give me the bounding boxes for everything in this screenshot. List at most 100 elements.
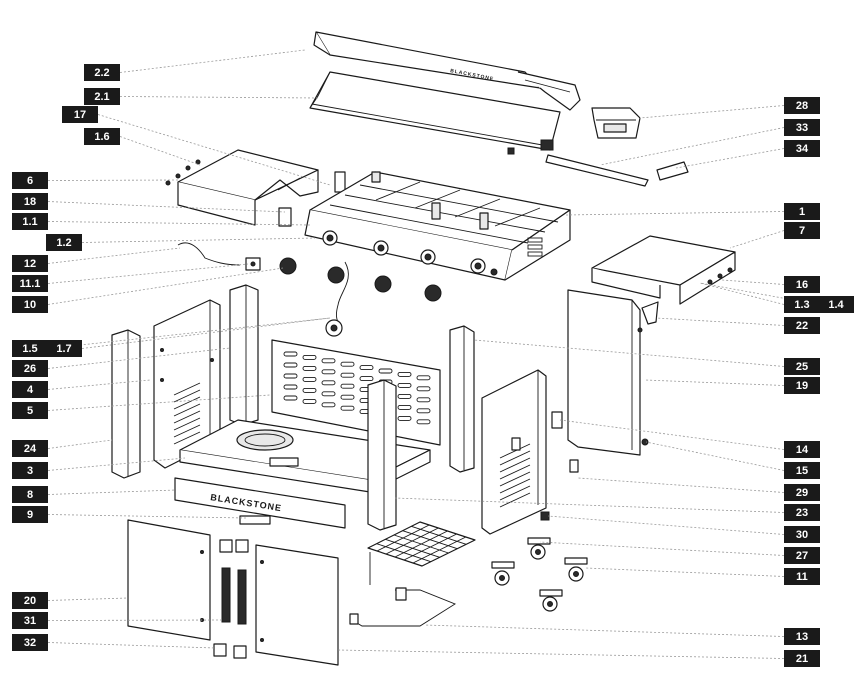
leader-line-29 (577, 477, 785, 493)
right-side-shelf (591, 235, 736, 305)
leader-line-1.7 (81, 317, 331, 349)
callout-label: 25 (796, 361, 808, 373)
callout-1.1: 1.1 (12, 213, 48, 230)
callout-label: 14 (796, 444, 809, 456)
callout-26: 26 (12, 360, 48, 377)
callout-box (12, 440, 48, 457)
leader-line-20 (47, 597, 129, 601)
callout-18: 18 (12, 193, 48, 210)
callout-box (784, 462, 820, 479)
callout-label: 16 (796, 279, 808, 291)
vent-slot (416, 386, 431, 392)
grease-cup (591, 107, 641, 139)
callout-label: 24 (24, 443, 37, 455)
vent-slot (283, 384, 298, 390)
callout-15: 15 (784, 462, 820, 479)
callout-box (12, 462, 48, 479)
callout-7: 7 (784, 222, 820, 239)
callout-label: 18 (24, 196, 36, 208)
callout-2.1: 2.1 (84, 88, 120, 105)
rear-panel (271, 339, 441, 446)
leader-line-15 (645, 441, 785, 471)
leader-line-22 (655, 317, 785, 326)
leader-line-1.5 (47, 317, 331, 349)
callout-label: 34 (796, 143, 809, 155)
callout-box (12, 381, 48, 398)
callout-9: 9 (12, 506, 48, 523)
callout-31: 31 (12, 612, 48, 629)
leader-line-4 (47, 379, 151, 390)
leader-line-1.3 (699, 282, 785, 305)
callout-1.3: 1.3 (784, 296, 820, 313)
leader-line-13 (424, 624, 785, 637)
vent-slot (340, 361, 355, 367)
callout-label: 1 (799, 206, 805, 218)
callout-28: 28 (784, 97, 820, 114)
callout-label: 29 (796, 487, 808, 499)
callout-label: 2.2 (94, 67, 109, 79)
callout-label: 27 (796, 550, 808, 562)
callout-label: 11 (796, 571, 808, 583)
leader-line-28 (639, 105, 785, 119)
callout-box (784, 119, 820, 136)
left-rear-leg (229, 284, 259, 426)
vent-slot (416, 408, 431, 414)
callout-21: 21 (784, 650, 820, 667)
callout-label: 23 (796, 507, 808, 519)
callout-1.2: 1.2 (46, 234, 82, 251)
leader-lines (47, 49, 819, 659)
callout-5: 5 (12, 402, 48, 419)
callout-29: 29 (784, 484, 820, 501)
right-rear-leg (449, 325, 475, 473)
vent-slot (321, 380, 336, 386)
vent-slot (302, 398, 317, 404)
callout-16: 16 (784, 276, 820, 293)
right-front-leg (367, 379, 397, 531)
callout-label: 31 (24, 615, 36, 627)
vent-slot (340, 372, 355, 378)
callout-1.6: 1.6 (84, 128, 120, 145)
callout-box (784, 484, 820, 501)
vent-slot (397, 404, 412, 410)
leader-line-19 (644, 379, 785, 386)
callout-box (84, 64, 120, 81)
callout-25: 25 (784, 358, 820, 375)
callout-label: 19 (796, 380, 808, 392)
callout-box (784, 97, 820, 114)
callout-24: 24 (12, 440, 48, 457)
regulator-hose (325, 261, 349, 337)
callout-label: 20 (24, 595, 36, 607)
callout-label: 26 (24, 363, 36, 375)
callout-4: 4 (12, 381, 48, 398)
callout-box (12, 255, 48, 272)
callout-box (784, 222, 820, 239)
callout-box (12, 296, 48, 313)
callout-box (784, 650, 820, 667)
callout-box (818, 296, 854, 313)
callout-33: 33 (784, 119, 820, 136)
leader-line-1.1 (47, 221, 311, 226)
callout-label: 1.6 (94, 131, 109, 143)
vent-slot (302, 354, 317, 360)
leader-line-1.6 (119, 136, 201, 166)
leader-line-18 (47, 201, 286, 213)
vent-slot (397, 371, 412, 377)
leader-line-11.1 (47, 263, 249, 284)
callout-30: 30 (784, 526, 820, 543)
grid-tray (367, 521, 476, 585)
callout-34: 34 (784, 140, 820, 157)
callout-box (12, 402, 48, 419)
leader-line-34 (675, 148, 785, 169)
callout-label: 11.1 (20, 278, 41, 290)
callout-label: 21 (796, 653, 808, 665)
leader-line-2.2 (119, 49, 306, 73)
callout-box (784, 317, 820, 334)
callout-box (46, 340, 82, 357)
callout-box (62, 106, 98, 123)
vent-slot (359, 376, 374, 382)
leader-line-5 (47, 394, 271, 411)
leader-line-1.2 (81, 237, 316, 243)
vent-slot (321, 402, 336, 408)
leader-line-1 (565, 211, 785, 216)
callout-box (12, 592, 48, 609)
